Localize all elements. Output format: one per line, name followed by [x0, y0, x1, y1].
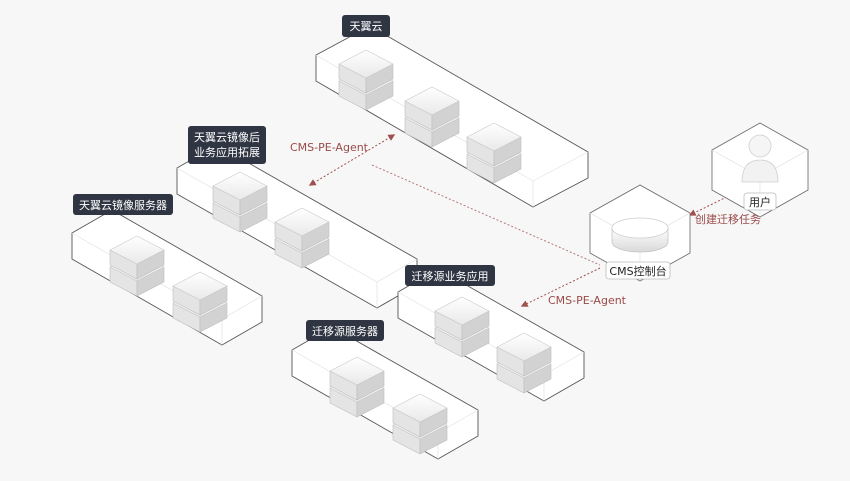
tag-mirror-servers: 天翼云镜像服务器	[73, 194, 173, 215]
agent-link-lower	[520, 267, 601, 307]
server-apps-1	[434, 296, 490, 358]
user-label: 用户	[749, 195, 771, 209]
tag-extension-line2: 业务应用拓展	[194, 145, 260, 159]
agent-link-upper	[308, 134, 396, 186]
tag-extension: 天翼云镜像后 业务应用拓展	[188, 126, 266, 164]
tag-source-servers: 迁移源服务器	[306, 320, 384, 341]
task-label: 创建迁移任务	[695, 212, 761, 226]
user-icon	[741, 134, 779, 183]
tag-extension-line1: 天翼云镜像后	[194, 130, 260, 144]
server-cloud-2	[404, 86, 460, 148]
server-ext-1	[212, 171, 268, 233]
console-label: CMS控制台	[609, 264, 666, 278]
tag-source-apps: 迁移源业务应用	[405, 265, 495, 286]
tag-mirror-servers-text: 天翼云镜像服务器	[79, 198, 167, 212]
server-cloud-3	[466, 122, 522, 184]
server-ext-2	[274, 207, 330, 269]
user-node: 用户	[711, 122, 809, 218]
server-src-1	[329, 356, 385, 418]
server-apps-2	[496, 332, 552, 394]
server-mirror-1	[109, 235, 165, 297]
tag-cloud-text: 天翼云	[350, 20, 383, 33]
user-label-bg	[743, 192, 777, 211]
tag-source-apps-text: 迁移源业务应用	[412, 269, 489, 283]
tag-cloud: 天翼云	[342, 15, 390, 37]
console-to-extension-link	[371, 164, 601, 266]
server-cloud-1	[338, 49, 394, 111]
server-mirror-2	[172, 271, 228, 333]
database-icon	[611, 217, 669, 253]
console-label-bg	[605, 261, 671, 280]
server-src-2	[392, 393, 448, 455]
group-mirror-servers	[71, 209, 263, 346]
agent-label-lower: CMS-PE-Agent	[548, 294, 627, 307]
tag-source-servers-text: 迁移源服务器	[312, 324, 378, 338]
console-node: CMS控制台	[589, 184, 691, 282]
agent-label-upper: CMS-PE-Agent	[290, 141, 369, 154]
